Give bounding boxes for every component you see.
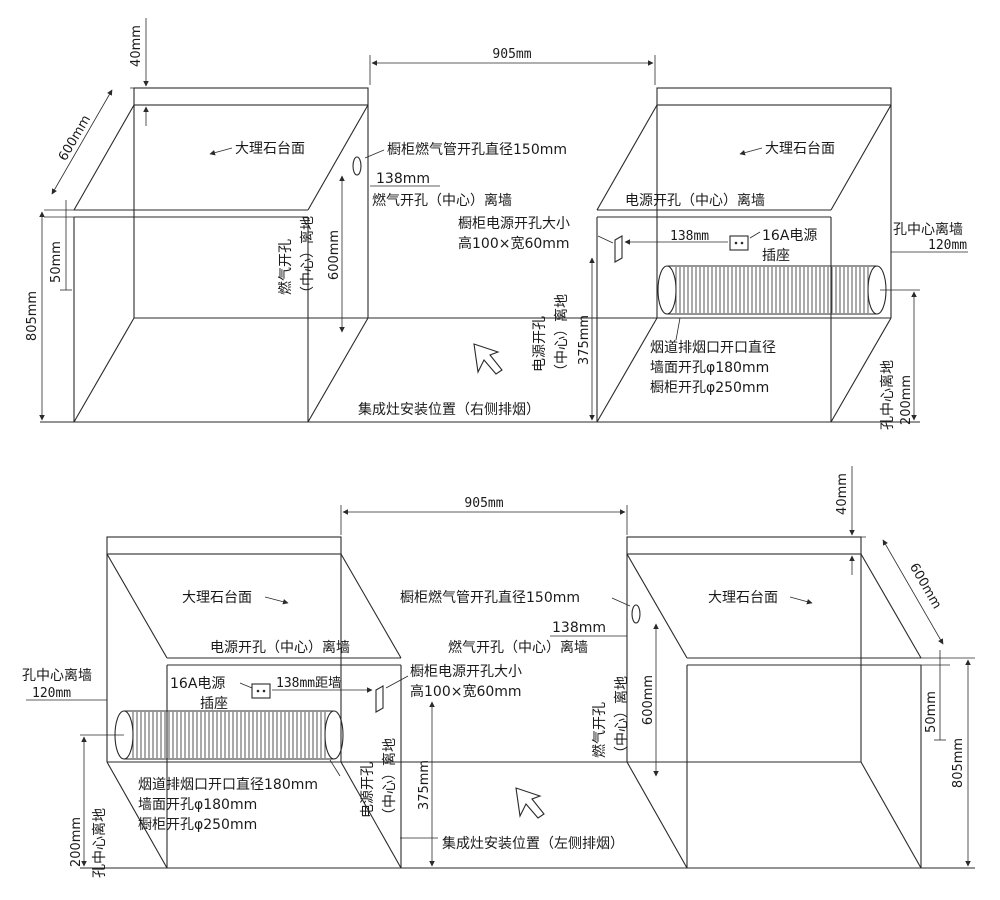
dim-905-label: 905mm	[492, 47, 531, 62]
flue-dia-label: 烟道排烟口开口直径	[650, 339, 776, 356]
socket-label: 插座	[200, 696, 228, 712]
dim-600-depth: 600mm	[882, 539, 944, 645]
flue-duct: 烟道排烟口开口直径 墙面开孔φ180mm 橱柜开孔φ250mm	[650, 265, 887, 396]
cab-hole-label: 橱柜开孔φ250mm	[650, 380, 769, 396]
power-floor-label: 电源开孔	[532, 316, 548, 372]
hole-200-label: 200mm	[899, 375, 914, 425]
gas-pipe-hole: 橱柜燃气管开孔直径150mm 138mm 燃气开孔（中心）离墙 600mm 燃气…	[277, 141, 567, 333]
socket-icon	[729, 235, 749, 251]
power-floor-label: 电源开孔	[360, 762, 376, 818]
socket-label: 插座	[762, 248, 790, 264]
gas-floor-label: 燃气开孔	[277, 239, 294, 295]
hole-wall-label: 孔中心离墙	[893, 221, 963, 238]
bottom-right-cabinet	[626, 536, 922, 869]
dim-805-label: 805mm	[951, 738, 966, 788]
power-center-wall-label: 电源开孔（中心）离墙	[210, 639, 350, 656]
gas-hole-dia-label: 橱柜燃气管开孔直径150mm	[387, 141, 567, 158]
dim-40-label: 40mm	[835, 473, 850, 515]
power-center-wall-label: 电源开孔（中心）离墙	[625, 192, 765, 209]
gas-hole-icon	[352, 156, 362, 176]
gas-hole-icon	[631, 604, 641, 624]
hole-120-label: 120mm	[32, 686, 71, 701]
power-375-label: 375mm	[577, 315, 592, 365]
power-138-label: 138mm	[670, 229, 709, 244]
dim-805-label: 805mm	[25, 291, 40, 341]
hole-wall-label: 孔中心离墙	[22, 667, 92, 684]
gas-600-label: 600mm	[327, 230, 342, 280]
top-left-cabinet	[73, 87, 369, 423]
bottom-left-cabinet	[106, 536, 402, 869]
power-hole-icon	[614, 235, 623, 263]
power-floor-label2: （中心）离地	[553, 294, 570, 378]
flue-dia-label: 烟道排烟口开口直径180mm	[138, 776, 318, 793]
dim-40: 40mm	[835, 466, 866, 575]
install-position-arrow	[473, 343, 503, 375]
marble-top-label-right: 大理石台面	[708, 590, 778, 606]
dim-50-label: 50mm	[924, 691, 939, 733]
flue-duct: 烟道排烟口开口直径180mm 墙面开孔φ180mm 橱柜开孔φ250mm	[114, 710, 344, 833]
wall-hole-label: 墙面开孔φ180mm	[138, 797, 257, 813]
countertop-front-edge	[106, 536, 342, 555]
power-hole-icon	[375, 685, 384, 713]
bottom-diagram-left-exhaust: 905mm 40mm 600mm 50mm 805mm 大理石台面 大理石台面	[22, 466, 975, 878]
countertop-front-edge	[626, 536, 862, 555]
power-375-label: 375mm	[417, 760, 432, 810]
top-right-cabinet	[596, 87, 892, 423]
power-138-label: 138mm距墙	[276, 676, 341, 691]
socket-16a-label: 16A电源	[170, 676, 225, 692]
dim-40: 40mm	[129, 18, 160, 126]
dim-50-label: 50mm	[49, 241, 64, 283]
power-hole-size-label: 橱柜电源开孔大小	[410, 664, 522, 680]
top-diagram-right-exhaust: 905mm 40mm 600mm 50mm 805mm 大理石台面 大理石台面	[25, 18, 968, 430]
gas-hole-dia-label: 橱柜燃气管开孔直径150mm	[400, 589, 580, 606]
cab-hole-label: 橱柜开孔φ250mm	[138, 817, 257, 833]
gas-center-wall-label: 燃气开孔（中心）离墙	[448, 639, 588, 656]
hole-center-dims: 孔中心离墙 120mm 200mm 孔中心离地	[22, 667, 124, 878]
dim-905: 905mm	[340, 496, 628, 535]
power-hole-hw-label: 高100×宽60mm	[458, 235, 570, 252]
gas-600-label: 600mm	[641, 675, 656, 725]
countertop-front-edge	[656, 87, 892, 106]
power-hole: 16A电源 插座 138mm距墙 橱柜电源开孔大小 高100×宽60mm 375…	[170, 664, 522, 867]
gas-138-label: 138mm	[376, 171, 430, 187]
countertop-front-edge	[133, 87, 369, 106]
socket-16a-label: 16A电源	[762, 228, 817, 244]
power-floor-label2: （中心）离地	[381, 738, 398, 822]
gas-floor-label: 燃气开孔	[591, 702, 608, 758]
dim-600-depth-label: 600mm	[906, 561, 944, 612]
power-hole: 电源开孔（中心）离墙 橱柜电源开孔大小 高100×宽60mm 138mm 16A…	[458, 192, 817, 421]
gas-floor-label2: （中心）离地	[613, 676, 630, 760]
dim-905-label: 905mm	[464, 496, 503, 511]
marble-top-label-left: 大理石台面	[182, 590, 252, 606]
marble-top-label-left: 大理石台面	[235, 141, 305, 157]
install-position-arrow	[515, 787, 545, 819]
gas-pipe-hole: 橱柜燃气管开孔直径150mm 138mm 燃气开孔（中心）离墙 600mm 燃气…	[400, 589, 659, 777]
dim-600-depth-label: 600mm	[56, 113, 94, 164]
dim-40-label: 40mm	[129, 25, 144, 67]
dim-905: 905mm	[369, 47, 656, 85]
dim-50-805: 50mm 805mm	[25, 200, 74, 421]
power-hole-hw-label: 高100×宽60mm	[410, 683, 522, 700]
hole-200-label: 200mm	[69, 817, 84, 867]
socket-icon	[251, 683, 271, 699]
top-caption: 集成灶安装位置（右侧排烟）	[358, 401, 540, 418]
dim-50-805: 50mm 805mm	[921, 650, 975, 867]
hole-floor-label: 孔中心离地	[91, 808, 108, 878]
wall-hole-label: 墙面开孔φ180mm	[650, 360, 769, 376]
bottom-caption: 集成灶安装位置（左侧排烟）	[442, 835, 624, 852]
hole-120-label: 120mm	[928, 238, 967, 253]
marble-top-label-right: 大理石台面	[765, 141, 835, 157]
dim-600-depth: 600mm	[51, 89, 113, 195]
hole-center-dims: 孔中心离墙 120mm 200mm 孔中心离地	[879, 221, 968, 430]
gas-center-wall-label: 燃气开孔（中心）离墙	[372, 192, 512, 209]
gas-138-label: 138mm	[552, 620, 606, 636]
gas-floor-label2: （中心）离地	[299, 216, 316, 300]
power-hole-size-label: 橱柜电源开孔大小	[458, 216, 570, 232]
hole-floor-label: 孔中心离地	[879, 360, 896, 430]
